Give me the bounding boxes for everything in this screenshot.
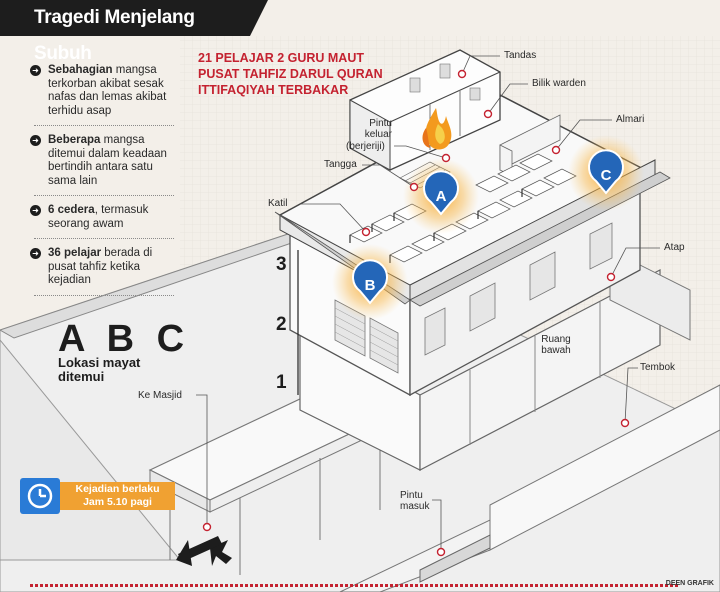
headline-line-3: ITTIFAQIYAH TERBAKAR — [198, 83, 349, 97]
floor-1-label: 1 — [276, 372, 287, 393]
legend-label: Lokasi mayat ditemui — [58, 355, 141, 384]
fact-item: ➜ Sebahagian mangsa terkorban akibat ses… — [30, 64, 174, 126]
notice-line-2: Jam 5.10 pagi — [83, 496, 152, 508]
facts-sidebar: ➜ Sebahagian mangsa terkorban akibat ses… — [30, 64, 174, 304]
label-ke-masjid: Ke Masjid — [138, 390, 182, 401]
label-pintu-masuk-2: masuk — [400, 501, 430, 512]
marker-a: A — [423, 170, 459, 216]
fire-icon — [422, 108, 452, 150]
page-title: Tragedi Menjelang Subuh — [0, 0, 268, 64]
headline-line-2: PUSAT TAHFIZ DARUL QURAN — [198, 67, 383, 81]
fact-item: ➜ 36 pelajar berada di pusat tahfiz keti… — [30, 247, 174, 296]
label-pintu-masuk: Pintu masuk — [400, 490, 429, 512]
fact-bold: 36 pelajar — [48, 247, 102, 259]
time-notice: Kejadian berlaku Jam 5.10 pagi — [20, 478, 175, 514]
clock-icon — [20, 478, 60, 514]
label-pintu-masuk-1: Pintu — [400, 490, 423, 501]
headline: 21 PELAJAR 2 GURU MAUT PUSAT TAHFIZ DARU… — [198, 50, 418, 98]
floor-3-label: 3 — [276, 254, 287, 275]
notice-line-1: Kejadian berlaku — [75, 483, 160, 495]
fact-text: berada di pusat tahfiz ketika kejadian — [48, 247, 153, 286]
label-atap: Atap — [664, 242, 685, 253]
footer-divider — [30, 584, 680, 587]
fact-bold: 6 cedera — [48, 204, 95, 216]
entrance-gate — [419, 534, 491, 583]
arrow-right-icon: ➜ — [30, 65, 41, 76]
label-katil: Katil — [268, 198, 288, 209]
label-tembok: Tembok — [640, 362, 676, 373]
fact-text: mangsa terkorban akibat sesak nafas dan … — [48, 64, 167, 117]
marker-c-label: C — [601, 167, 612, 184]
marker-a-label: A — [436, 188, 447, 205]
label-pintu-keluar: Pintu keluar — [352, 118, 392, 140]
label-ruang-bawah-2: bawah — [541, 345, 571, 356]
marker-b-label: B — [365, 277, 376, 294]
label-ruang-bawah: Ruang bawah — [534, 334, 578, 356]
label-pintu-keluar-2: keluar — [364, 129, 392, 140]
label-tangga: Tangga — [324, 159, 357, 170]
label-tandas: Tandas — [504, 50, 537, 61]
fact-item: ➜ Beberapa mangsa ditemui dalam keadaan … — [30, 134, 174, 196]
fact-bold: Beberapa — [48, 134, 101, 146]
label-almari: Almari — [616, 114, 645, 125]
label-bilik-warden: Bilik warden — [532, 78, 586, 89]
arrow-right-icon: ➜ — [30, 205, 41, 216]
marker-c: C — [588, 149, 624, 195]
fact-text: mangsa ditemui dalam keadaan bertindih a… — [48, 134, 167, 187]
credit: DEEN GRAFIK — [665, 580, 714, 587]
arrow-right-icon: ➜ — [30, 248, 41, 259]
direction-arrow-icon — [176, 536, 232, 566]
fact-text: , termasuk seorang awam — [48, 204, 149, 230]
notice-text: Kejadian berlaku Jam 5.10 pagi — [60, 482, 175, 510]
marker-b: B — [352, 259, 388, 305]
label-pintu-keluar-1: Pintu — [369, 118, 392, 129]
fact-item: ➜ 6 cedera, termasuk seorang awam — [30, 204, 174, 239]
headline-line-1: 21 PELAJAR 2 GURU MAUT — [198, 51, 364, 65]
arrow-right-icon: ➜ — [30, 135, 41, 146]
fact-bold: Sebahagian — [48, 64, 113, 76]
legend-letters: A B C — [58, 318, 191, 360]
label-ruang-bawah-1: Ruang — [541, 334, 571, 345]
floor-2-label: 2 — [276, 314, 287, 335]
label-pintu-keluar-3: (berjeriji) — [346, 141, 385, 152]
